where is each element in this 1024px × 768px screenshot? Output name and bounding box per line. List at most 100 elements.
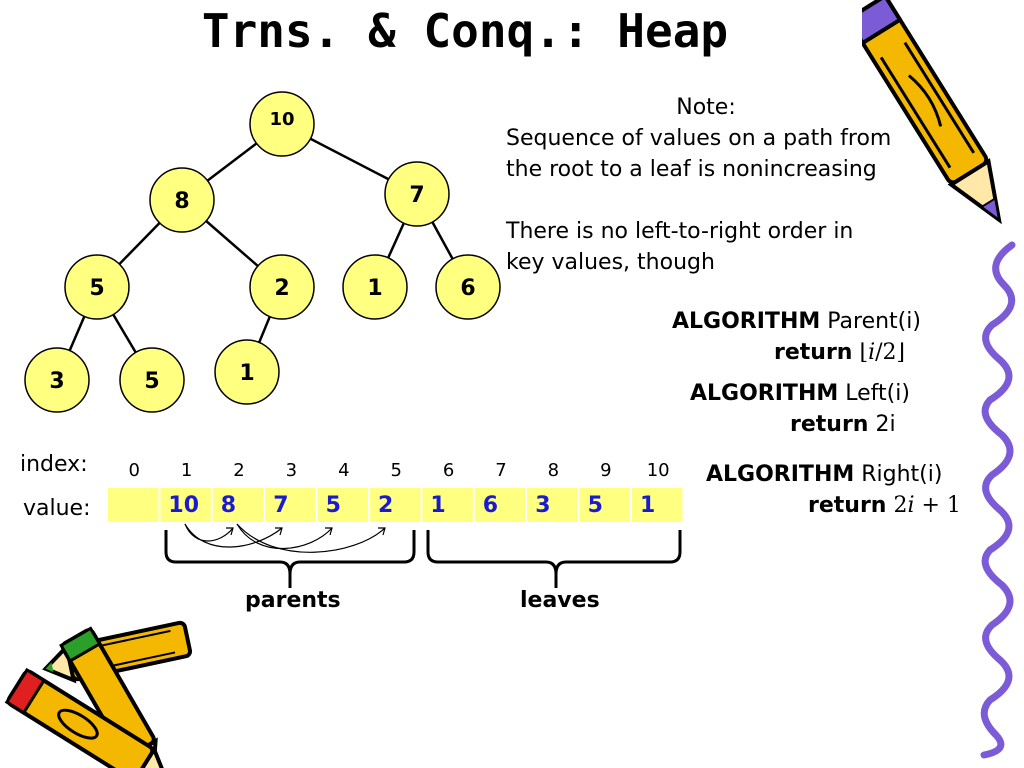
array-cell [317, 488, 368, 522]
array-cell [422, 488, 473, 522]
arrow-1-to-3 [184, 523, 283, 548]
slide-title: Trns. & Conq.: Heap [201, 4, 729, 58]
array-value: 2 [378, 493, 393, 518]
array-index: 7 [495, 460, 506, 481]
array-index: 5 [390, 460, 401, 481]
tree-node-circle [214, 339, 280, 405]
array-value: 5 [588, 493, 603, 518]
arrow-2-to-5 [236, 523, 386, 553]
expr-num: 2 [893, 493, 908, 518]
tree-node-value: 10 [269, 109, 294, 130]
array-index: 9 [600, 460, 611, 481]
array-cell [108, 488, 159, 522]
tree-node-circle [435, 254, 501, 320]
array-cell [527, 488, 578, 522]
array-index: 8 [548, 460, 559, 481]
tree-node-value: 8 [174, 189, 189, 214]
array-value: 1 [640, 493, 655, 518]
expr-var: i [868, 340, 876, 365]
child-arrows [184, 523, 386, 553]
tree-node-circle [342, 254, 408, 320]
array-value: 1 [430, 493, 445, 518]
array-value: 6 [483, 493, 498, 518]
tree-node-circle [64, 254, 130, 320]
tree-node-circle [149, 167, 215, 233]
array-cell [370, 488, 421, 522]
array-value: 7 [273, 493, 288, 518]
tree-node: 1 [342, 254, 408, 320]
algorithm-keyword: ALGORITHM [690, 381, 839, 406]
tree-node: 10 [249, 91, 315, 157]
algorithm-name: Left(i) [845, 381, 910, 406]
tree-node: 3 [24, 347, 90, 413]
tree-node-circle [249, 254, 315, 320]
algorithm-keyword: ALGORITHM [672, 309, 821, 334]
array-cell [265, 488, 316, 522]
parents-label: parents [245, 588, 341, 613]
tree-node-value: 7 [409, 183, 424, 208]
arrowhead-4 [325, 527, 333, 536]
expr-var: i [907, 493, 915, 518]
array-value: 8 [221, 493, 236, 518]
array-index: 6 [443, 460, 454, 481]
return-keyword: return [808, 493, 887, 518]
note: Note: Sequence of values on a path from … [506, 92, 926, 278]
tree-node: 5 [119, 347, 185, 413]
array-cell [212, 488, 264, 522]
value-label: value: [23, 496, 91, 521]
tree-node: 5 [64, 254, 130, 320]
arrowhead-5 [378, 527, 386, 536]
algorithm-name: Parent(i) [827, 309, 921, 334]
array-index: 10 [647, 460, 670, 481]
array-cell [579, 488, 630, 522]
array-index: 2 [233, 460, 244, 481]
tree-node: 1 [214, 339, 280, 405]
array-value: 10 [168, 493, 199, 518]
crayons-icon [4, 620, 193, 768]
tree-node-value: 5 [89, 276, 104, 301]
tree-node-value: 1 [239, 361, 254, 386]
arrow-1-to-2 [184, 523, 234, 542]
array-cell [474, 488, 526, 522]
array-index: 4 [338, 460, 349, 481]
tree-node-circle [384, 161, 450, 227]
array-cell [632, 488, 683, 522]
array-cell [160, 488, 211, 522]
tree-node-circle [119, 347, 185, 413]
return-keyword: return [774, 340, 853, 365]
expr-rest: + 1 [914, 493, 961, 518]
arrowhead-3 [275, 527, 283, 536]
heap-tree: 10 8 7 5 2 1 6 3 5 1 [24, 91, 501, 413]
array-index: 1 [181, 460, 192, 481]
index-label: index: [20, 452, 88, 477]
array-index: 0 [128, 460, 139, 481]
tree-node: 7 [384, 161, 450, 227]
tree-node-value: 3 [49, 369, 64, 394]
leaves-label: leaves [520, 588, 600, 613]
note-heading: Note: [676, 95, 736, 120]
note-line-4: key values, though [506, 250, 715, 275]
tree-node: 6 [435, 254, 501, 320]
note-line-1: Sequence of values on a path from [506, 126, 892, 151]
tree-node-circle [24, 347, 90, 413]
parents-brace [164, 530, 416, 588]
expr-rest: /2 [875, 340, 897, 365]
pencil-icon [862, 0, 1002, 225]
return-keyword: return [790, 412, 869, 437]
algorithm-keyword: ALGORITHM [706, 462, 855, 487]
tree-node-value: 2 [274, 276, 289, 301]
tree-node-value: 1 [367, 276, 382, 301]
leaves-brace [426, 530, 682, 588]
tree-node-circle [249, 91, 315, 157]
tree-node: 8 [149, 167, 215, 233]
algorithm-name: Right(i) [861, 462, 943, 487]
array-value: 3 [535, 493, 550, 518]
tree-node: 2 [249, 254, 315, 320]
tree-node-value: 6 [460, 276, 475, 301]
arrowhead-2 [226, 527, 234, 536]
tree-edges [55, 122, 470, 381]
arrow-2-to-4 [236, 523, 333, 550]
algorithm-parent: ALGORITHM Parent(i) return ⌊i/2⌋ [672, 309, 921, 365]
